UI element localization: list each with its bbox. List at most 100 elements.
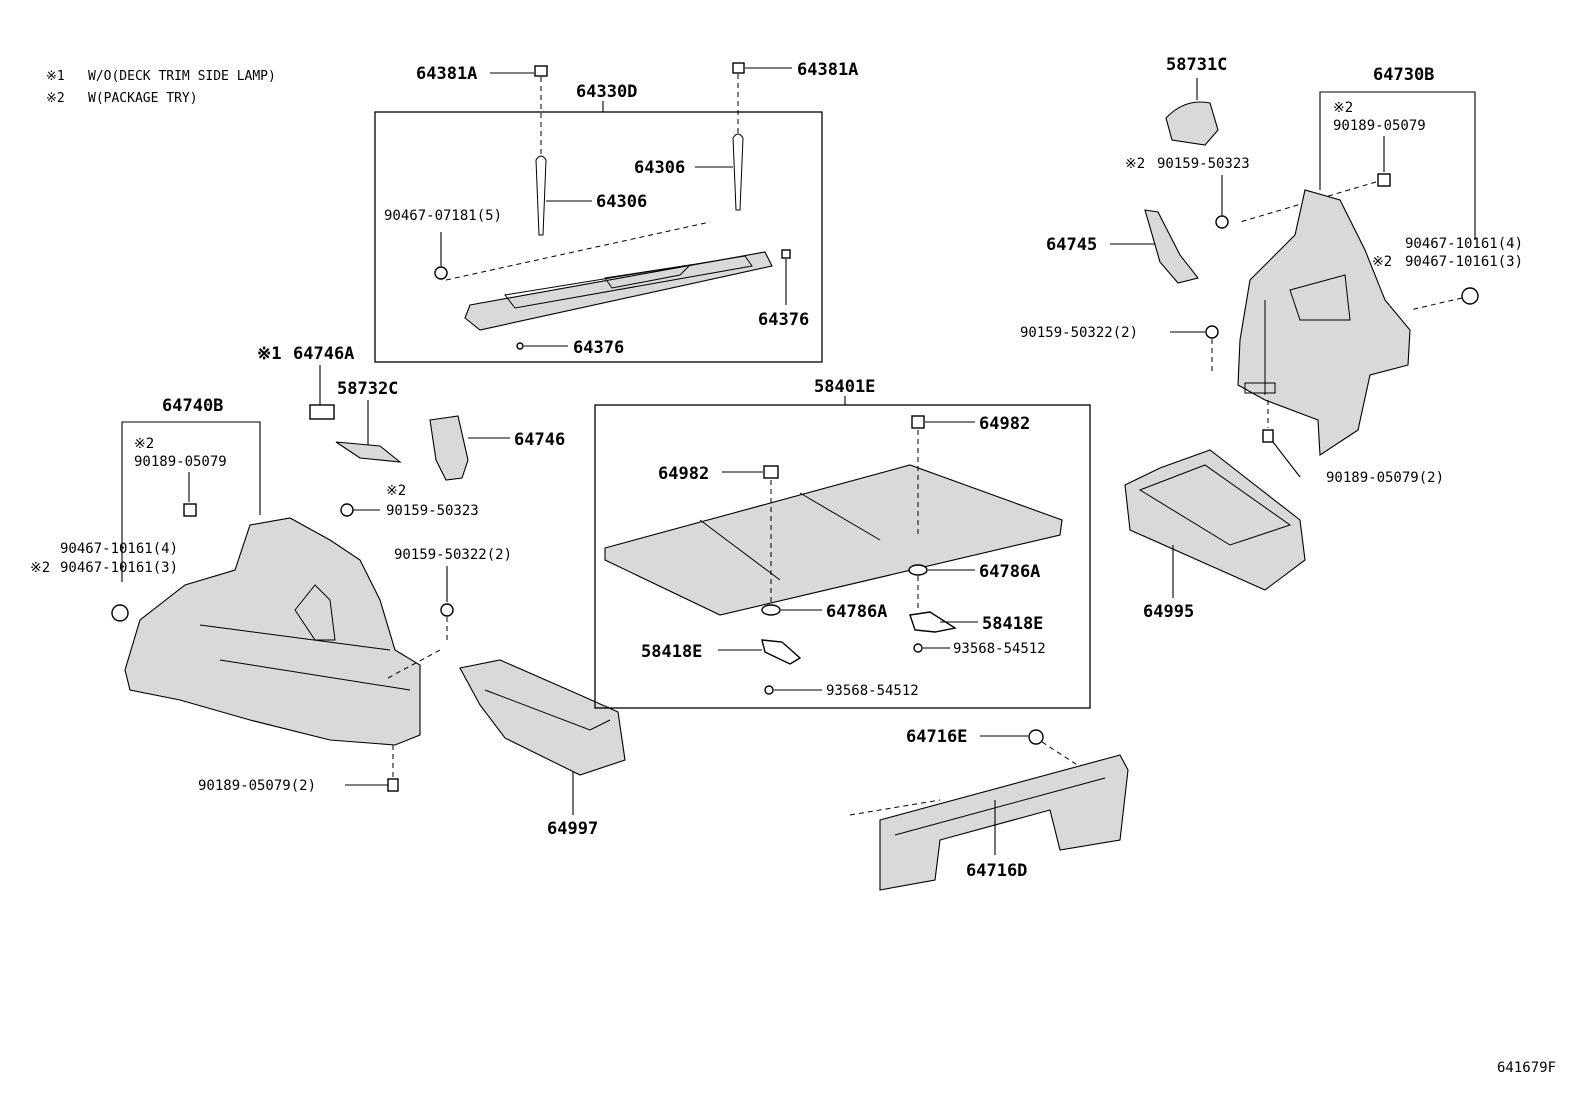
label-90159-50323-right: 90159-50323 <box>1157 156 1250 172</box>
grille-64746 <box>429 415 469 481</box>
label-90159-50322-2-left: 90159-50322(2) <box>394 547 512 563</box>
storage-box-64995 <box>1124 449 1306 591</box>
label-90189-05079-right-mark: ※2 <box>1333 100 1353 116</box>
cap-64376-bottom <box>516 342 524 350</box>
label-90189-05079-right: 90189-05079 <box>1333 118 1426 134</box>
notes: ※1 W/O(DECK TRIM SIDE LAMP) ※2 W(PACKAGE… <box>46 69 276 106</box>
bolt-93568-54512-bottom <box>764 685 774 695</box>
package-tray <box>464 251 773 331</box>
label-64786A-left: 64786A <box>826 602 887 622</box>
label-90467-10161-4-left: 90467-10161(4) <box>60 541 178 557</box>
note-1-mark: ※1 <box>46 69 65 84</box>
screw-90189-05079-2-right <box>1262 429 1274 443</box>
screw-90159-50323-left <box>340 503 354 517</box>
clip-90467-10161-right <box>1461 287 1479 305</box>
label-90159-50322-2-right: 90159-50322(2) <box>1020 325 1138 341</box>
lamp-cover-64746A <box>309 404 335 420</box>
label-90467-10161-3-left: 90467-10161(3) <box>60 560 178 576</box>
screw-90159-50322-left <box>440 603 454 617</box>
label-90467-10161-3-right: 90467-10161(3) <box>1405 254 1523 270</box>
clip-64982-right <box>911 415 925 429</box>
label-90189-05079-2-left: 90189-05079(2) <box>198 778 316 794</box>
lamp-cover-group: ※1 64746A 58732C 64746 <box>257 344 565 481</box>
label-58418E-left: 58418E <box>641 642 702 662</box>
strap-64745 <box>1144 209 1199 284</box>
label-64995: 64995 <box>1143 602 1194 622</box>
label-58418E-right: 58418E <box>982 614 1043 634</box>
screw-90159-50322-right <box>1205 325 1219 339</box>
nut-64786A-left <box>761 604 781 616</box>
plate-58732C <box>335 441 402 463</box>
deck-board-frame <box>594 404 1091 709</box>
label-90467-10161-4-right: 90467-10161(4) <box>1405 236 1523 252</box>
label-58731C: 58731C <box>1166 55 1227 75</box>
label-64381A-right: 64381A <box>797 60 858 80</box>
side-trim-64730B <box>1237 189 1411 456</box>
bracket-58418E-left <box>761 639 802 665</box>
label-93568-54512-bottom: 93568-54512 <box>826 683 919 699</box>
deck-board-58401E <box>604 464 1063 616</box>
clip-64381A-right <box>732 62 745 74</box>
label-64306-left: 64306 <box>596 192 647 212</box>
bolt-93568-54512-right <box>913 643 923 653</box>
label-64330D: 64330D <box>576 82 637 102</box>
note-2-text: W(PACKAGE TRY) <box>88 91 198 106</box>
clip-64716E <box>1028 729 1044 745</box>
label-90189-05079-left-mark: ※2 <box>134 436 154 452</box>
label-64997: 64997 <box>547 819 598 839</box>
label-64716D: 64716D <box>966 861 1027 881</box>
label-90467-10161-3-left-mark: ※2 <box>30 560 50 576</box>
label-90467-10161-3-right-mark: ※2 <box>1372 254 1392 270</box>
label-90467-07181: 90467-07181(5) <box>384 208 502 224</box>
illustration-id: 641679F <box>1497 1060 1556 1076</box>
string-64306-right <box>732 133 744 211</box>
label-90159-50323-right-mark: ※2 <box>1125 156 1145 172</box>
label-64786A-right: 64786A <box>979 562 1040 582</box>
clip-64982-left <box>763 465 779 479</box>
side-trim-64740B <box>124 517 421 746</box>
label-64745: 64745 <box>1046 235 1097 255</box>
label-64746A-mark: ※1 <box>257 344 281 364</box>
string-64306-left <box>535 155 547 236</box>
label-64740B: 64740B <box>162 396 223 416</box>
label-64376-right: 64376 <box>758 310 809 330</box>
screw-90189-05079-left <box>183 503 197 517</box>
cap-64376-right <box>781 249 791 259</box>
package-tray-frame <box>374 111 823 363</box>
screw-90159-50323-right <box>1215 215 1229 229</box>
note-2-mark: ※2 <box>46 91 65 106</box>
right-side-trim-group: 58731C 64730B ※2 90189-05079 ※2 90159-50… <box>1020 55 1523 486</box>
label-64746: 64746 <box>514 430 565 450</box>
clip-64381A-left <box>534 65 548 77</box>
sill-plate-group: 64716E 64716D <box>849 727 1129 891</box>
clip-90467-10161-left <box>111 604 129 622</box>
label-64381A-left: 64381A <box>416 64 477 84</box>
label-64306-right: 64306 <box>634 158 685 178</box>
package-tray-group: 64330D 64381A 64381A 64306 64306 90467-0… <box>374 60 858 363</box>
label-90189-05079-2-right: 90189-05079(2) <box>1326 470 1444 486</box>
label-64982-right: 64982 <box>979 414 1030 434</box>
bracket-58418E-right <box>909 611 957 633</box>
label-90189-05079-left: 90189-05079 <box>134 454 227 470</box>
label-64746A: 64746A <box>293 344 354 364</box>
cover-58731C <box>1165 101 1219 146</box>
left-side-trim-group: 64740B ※2 90189-05079 ※2 90159-50323 904… <box>30 396 512 794</box>
label-90159-50323-left-mark: ※2 <box>386 483 406 499</box>
screw-90467-07181 <box>434 266 448 280</box>
storage-box-64997 <box>459 659 626 776</box>
deck-board-group: 58401E 64982 64982 64786A 64786A 58418E … <box>594 377 1091 709</box>
note-1-text: W/O(DECK TRIM SIDE LAMP) <box>88 69 276 84</box>
label-64982-left: 64982 <box>658 464 709 484</box>
label-64376-bottom: 64376 <box>573 338 624 358</box>
storage-box-right-group: 64995 <box>1124 449 1306 622</box>
label-58401E: 58401E <box>814 377 875 397</box>
screw-90189-05079-2-left <box>387 778 399 792</box>
label-90159-50323-left: 90159-50323 <box>386 503 479 519</box>
label-93568-54512-right: 93568-54512 <box>953 641 1046 657</box>
storage-box-left-group: 64997 <box>459 659 626 839</box>
nut-64786A-right <box>908 564 928 576</box>
label-64716E: 64716E <box>906 727 967 747</box>
screw-90189-05079-right <box>1377 173 1391 187</box>
label-58732C: 58732C <box>337 379 398 399</box>
